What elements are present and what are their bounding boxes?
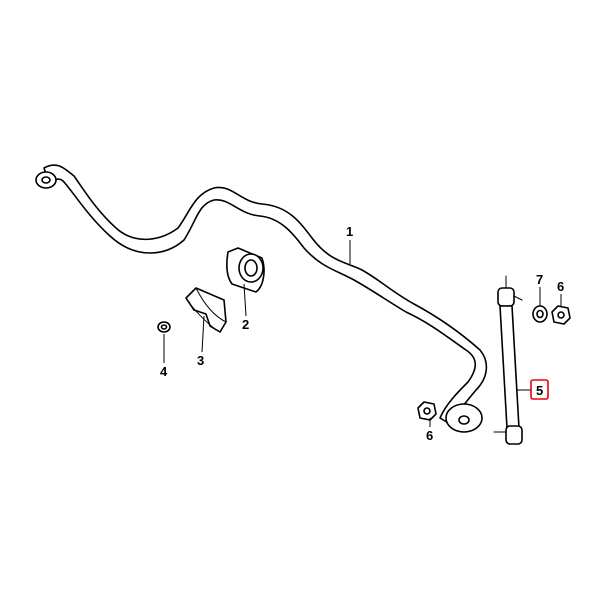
callout-5[interactable]: 5 (536, 383, 543, 398)
small-nut[interactable] (157, 321, 171, 333)
callout-6b[interactable]: 6 (557, 279, 564, 294)
washer[interactable] (532, 305, 548, 323)
callouts: 1 2 3 4 5 6 6 7 (160, 224, 564, 443)
leader-3 (201, 315, 205, 353)
leader-2 (243, 283, 247, 317)
rubber-bushing[interactable] (226, 247, 265, 293)
leader-lines (163, 240, 562, 427)
callout-6a[interactable]: 6 (426, 428, 433, 443)
callout-5-highlight-box (530, 379, 549, 400)
callout-2[interactable]: 2 (242, 317, 249, 332)
callout-3[interactable]: 3 (197, 353, 204, 368)
callout-1[interactable]: 1 (346, 224, 353, 239)
nut-upper[interactable] (551, 305, 571, 325)
callout-7[interactable]: 7 (536, 272, 543, 287)
nut-lower[interactable] (417, 401, 437, 421)
callout-4[interactable]: 4 (160, 364, 168, 379)
stabilizer-bar[interactable] (35, 164, 488, 433)
mounting-bracket[interactable] (185, 287, 227, 333)
stabilizer-link[interactable] (493, 275, 523, 445)
